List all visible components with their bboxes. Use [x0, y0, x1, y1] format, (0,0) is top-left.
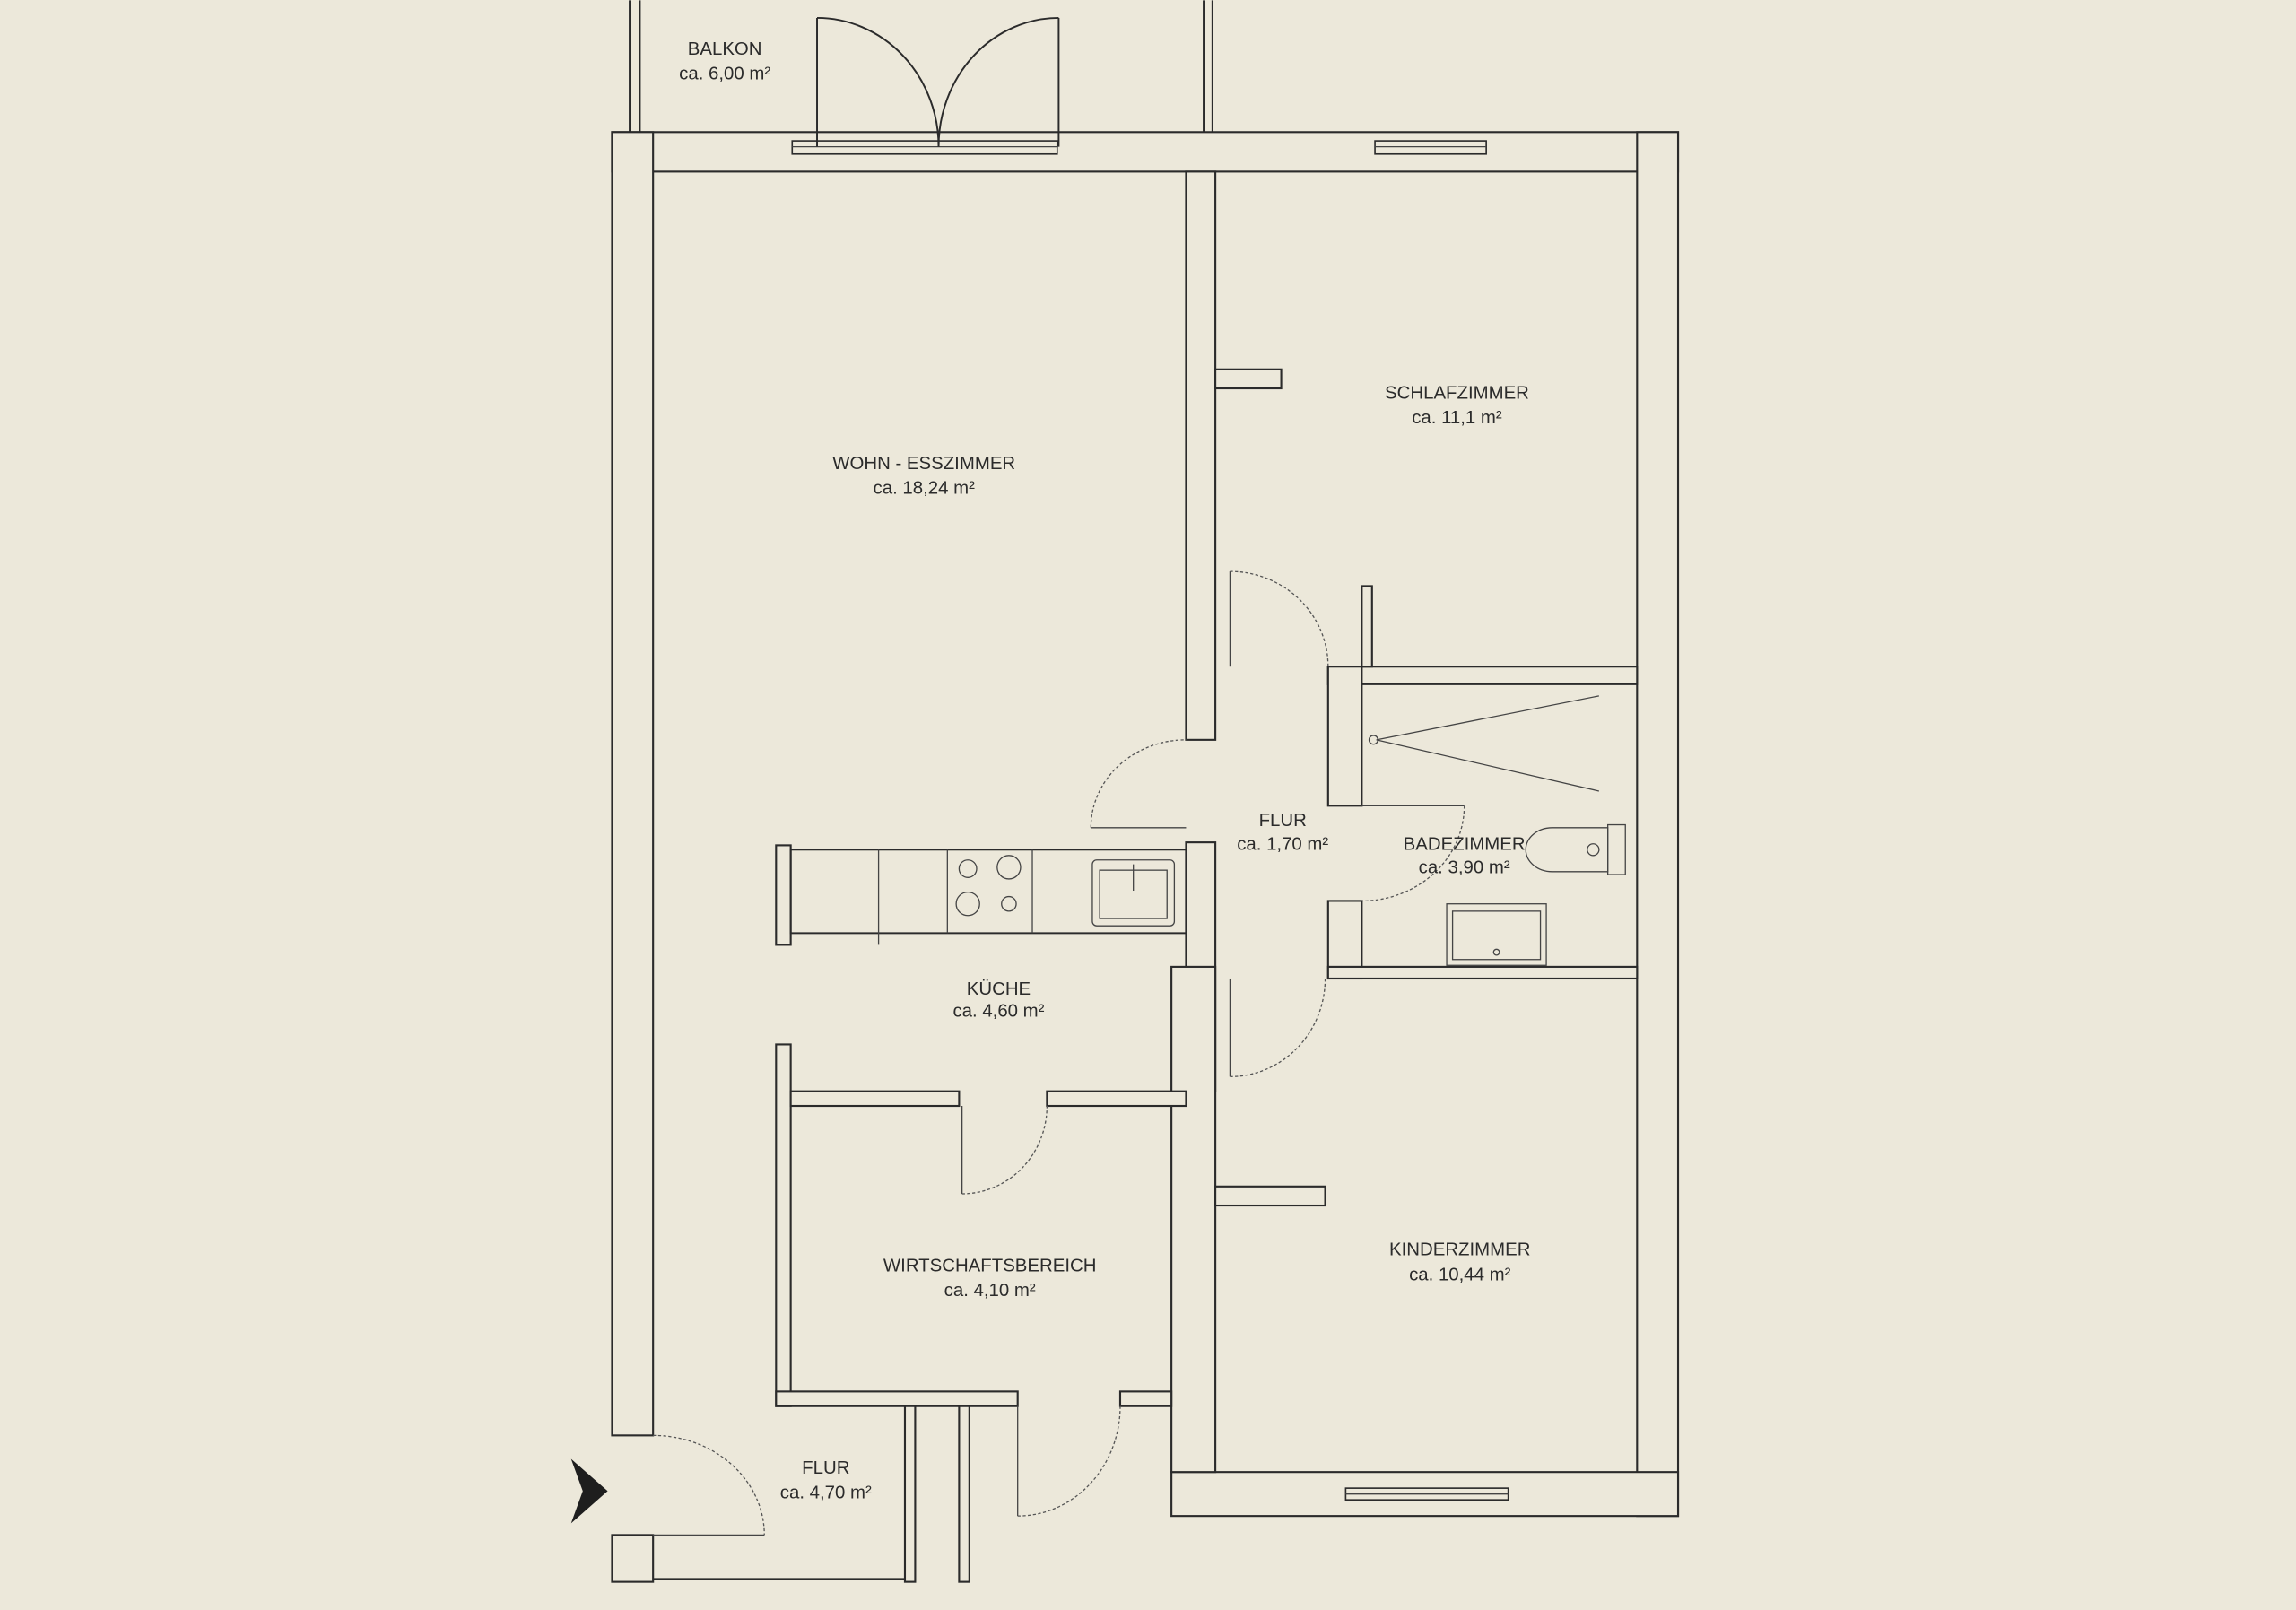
- room-area-wirtschaft: ca. 4,10 m²: [944, 1281, 1036, 1301]
- stove-icon: [955, 855, 1022, 917]
- room-area-bad: ca. 3,90 m²: [1419, 857, 1510, 877]
- room-area-kinder: ca. 10,44 m²: [1409, 1265, 1511, 1284]
- windows: [791, 140, 1509, 1501]
- room-area-schlaf: ca. 11,1 m²: [1412, 408, 1502, 428]
- room-name-bad: BADEZIMMER: [1404, 834, 1526, 854]
- room-name-wirtschaft: WIRTSCHAFTSBEREICH: [883, 1257, 1097, 1276]
- room-name-kinder: KINDERZIMMER: [1389, 1240, 1530, 1260]
- walls: [611, 131, 1680, 1583]
- washbasin-icon: [1446, 903, 1547, 966]
- room-name-kueche: KÜCHE: [967, 979, 1031, 999]
- entrance-arrow-icon: [570, 1458, 608, 1524]
- room-name-flur-eingang: FLUR: [802, 1458, 849, 1478]
- room-labels: BALKON ca. 6,00 m² WOHN - ESSZIMMER ca. …: [679, 39, 1530, 1503]
- room-name-wohn: WOHN - ESSZIMMER: [832, 454, 1015, 474]
- room-name-flur-mitte: FLUR: [1259, 811, 1307, 831]
- shower-icon: [1368, 695, 1600, 792]
- room-name-schlaf: SCHLAFZIMMER: [1385, 383, 1529, 403]
- toilet-icon: [1525, 823, 1626, 875]
- room-name-balkon: BALKON: [688, 39, 762, 59]
- sink-icon: [1091, 859, 1176, 927]
- balcony-railing: [629, 0, 1213, 133]
- bathroom-fixtures: [1368, 695, 1626, 966]
- room-area-kueche: ca. 4,60 m²: [952, 1001, 1044, 1021]
- room-area-flur-eingang: ca. 4,70 m²: [780, 1484, 872, 1503]
- room-area-flur-mitte: ca. 1,70 m²: [1237, 834, 1328, 854]
- room-area-wohn: ca. 18,24 m²: [874, 479, 976, 499]
- kitchen-counter: [775, 844, 1187, 946]
- doors: [653, 16, 1465, 1536]
- room-area-balkon: ca. 6,00 m²: [679, 65, 770, 84]
